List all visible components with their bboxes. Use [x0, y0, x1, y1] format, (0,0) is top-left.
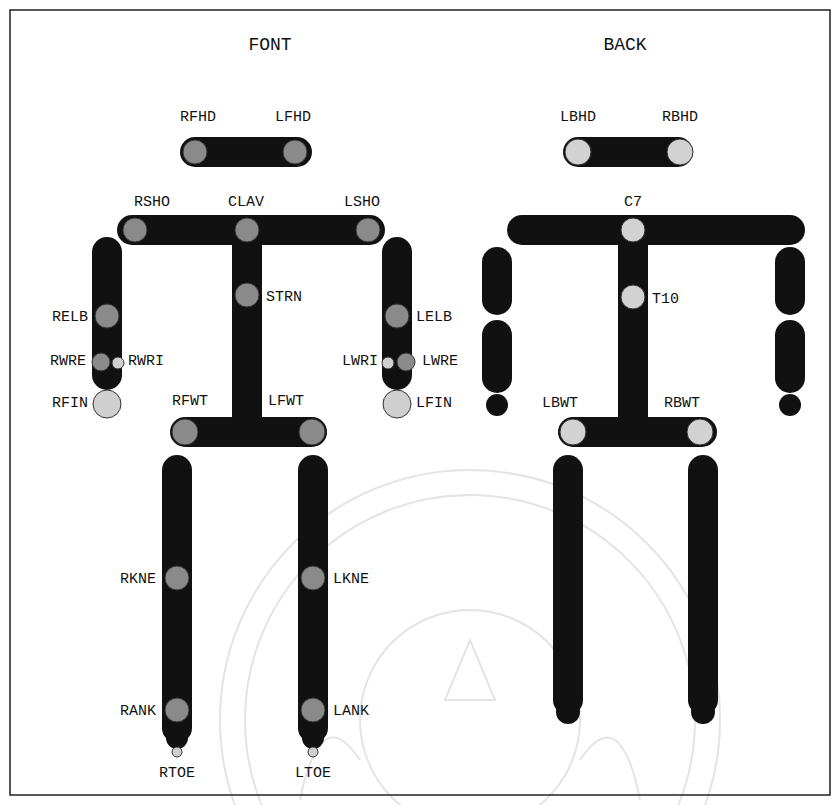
view-title: BACK	[603, 34, 646, 56]
back-hands-feet	[486, 394, 801, 724]
marker-label: RANK	[120, 703, 156, 721]
marker-label: LFWT	[268, 393, 304, 411]
marker-label: T10	[652, 291, 679, 309]
marker-label: LELB	[416, 309, 452, 327]
marker-label: RELB	[52, 309, 88, 327]
marker-label: LTOE	[295, 765, 331, 783]
marker-label: LSHO	[344, 194, 380, 212]
front-skeleton	[107, 152, 397, 728]
marker-label: RFWT	[172, 393, 208, 411]
frame	[10, 10, 830, 795]
back-markers	[560, 139, 713, 445]
watermark-seal	[220, 470, 720, 805]
marker-label: LWRI	[342, 353, 378, 371]
marker-label: STRN	[266, 289, 302, 307]
marker-label: RFIN	[52, 395, 88, 413]
marker-label: LBWT	[542, 395, 578, 413]
marker-label: LBHD	[560, 109, 596, 127]
marker-label: RWRE	[50, 353, 86, 371]
front-feet	[166, 727, 324, 749]
front-markers	[92, 140, 415, 757]
marker-label: LFHD	[275, 109, 311, 127]
view-title: FONT	[248, 34, 291, 56]
marker-label: RTOE	[159, 765, 195, 783]
back-skeleton	[497, 152, 790, 700]
marker-label: LKNE	[333, 571, 369, 589]
marker-label: RBHD	[662, 109, 698, 127]
marker-label: RKNE	[120, 571, 156, 589]
marker-label: RFHD	[180, 109, 216, 127]
marker-label: LANK	[333, 703, 369, 721]
marker-label: RBWT	[664, 395, 700, 413]
marker-label: CLAV	[228, 194, 264, 212]
marker-label: RWRI	[128, 353, 164, 371]
marker-label: C7	[624, 194, 642, 212]
marker-label: LWRE	[422, 353, 458, 371]
marker-label: LFIN	[416, 395, 452, 413]
marker-label: RSHO	[134, 194, 170, 212]
